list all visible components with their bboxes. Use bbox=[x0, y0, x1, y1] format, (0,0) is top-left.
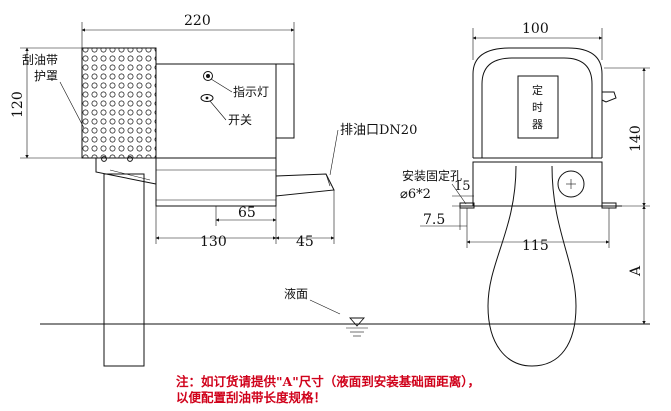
timer-char-3: 器 bbox=[532, 118, 543, 131]
side-view bbox=[81, 47, 335, 367]
label-liquid: 液面 bbox=[284, 286, 308, 301]
dim-a: A bbox=[628, 205, 646, 325]
dim-120: 120 bbox=[10, 47, 82, 159]
side-labels: 刮油带 护罩 指示灯 开关 排油口DN20 bbox=[22, 53, 417, 176]
oil-belt bbox=[103, 173, 145, 367]
dim-7-5: 7.5 bbox=[420, 208, 467, 230]
dim-65-label: 65 bbox=[238, 205, 256, 221]
indicator-light bbox=[203, 71, 213, 81]
timer-box bbox=[517, 75, 559, 139]
oil-outlet-pipe bbox=[275, 173, 335, 197]
dim-220-label: 220 bbox=[184, 13, 211, 29]
front-view: 定 时 器 bbox=[459, 47, 622, 367]
dim-220: 220 bbox=[81, 13, 295, 64]
label-switch: 开关 bbox=[228, 113, 252, 127]
liquid-surface: 液面 bbox=[40, 286, 650, 337]
switch-knob bbox=[200, 94, 214, 102]
dim-bottom-side: 65 130 45 bbox=[155, 190, 335, 250]
dim-100-label: 100 bbox=[522, 21, 549, 37]
label-mount-hole: 安装固定孔 bbox=[402, 168, 462, 183]
dim-45-label: 45 bbox=[296, 234, 314, 250]
motor-shaft bbox=[557, 170, 585, 198]
scraper-bracket bbox=[95, 157, 157, 185]
dim-15: 15 bbox=[452, 179, 474, 207]
dim-115-label: 115 bbox=[522, 238, 549, 254]
belt-cover bbox=[81, 47, 157, 159]
dim-7-5-label: 7.5 bbox=[423, 212, 445, 228]
label-belt-cover-1: 刮油带 bbox=[22, 53, 58, 67]
chassis bbox=[155, 157, 277, 207]
latch bbox=[601, 91, 617, 103]
liquid-symbol-icon bbox=[349, 317, 365, 327]
oil-belt-loop bbox=[487, 165, 577, 367]
note-line-2: 以便配置刮油带长度规格！ bbox=[176, 390, 326, 405]
label-belt-cover-2: 护罩 bbox=[34, 69, 58, 83]
note-line-1: 注：如订货请提供"A"尺寸（液面到安装基础面距离）， bbox=[176, 374, 480, 389]
dim-140-label: 140 bbox=[628, 125, 644, 152]
timer-char-2: 时 bbox=[532, 101, 543, 114]
dim-15-label: 15 bbox=[454, 179, 471, 194]
dim-130-label: 130 bbox=[200, 234, 227, 250]
dim-120-label: 120 bbox=[10, 91, 26, 118]
front-labels: 安装固定孔 ⌀6*2 bbox=[400, 168, 467, 205]
front-chassis bbox=[472, 161, 603, 207]
label-outlet: 排油口DN20 bbox=[340, 123, 417, 138]
body-side-cover bbox=[275, 63, 295, 139]
dim-100: 100 bbox=[472, 21, 603, 60]
front-housing bbox=[472, 47, 603, 158]
label-indicator: 指示灯 bbox=[233, 84, 269, 99]
dim-140: 140 bbox=[604, 67, 650, 207]
main-body bbox=[155, 63, 277, 159]
timer-char-1: 定 bbox=[532, 83, 543, 97]
dim-a-label: A bbox=[628, 265, 644, 277]
label-hole-spec: ⌀6*2 bbox=[400, 187, 431, 202]
dim-115: 115 bbox=[466, 208, 610, 254]
